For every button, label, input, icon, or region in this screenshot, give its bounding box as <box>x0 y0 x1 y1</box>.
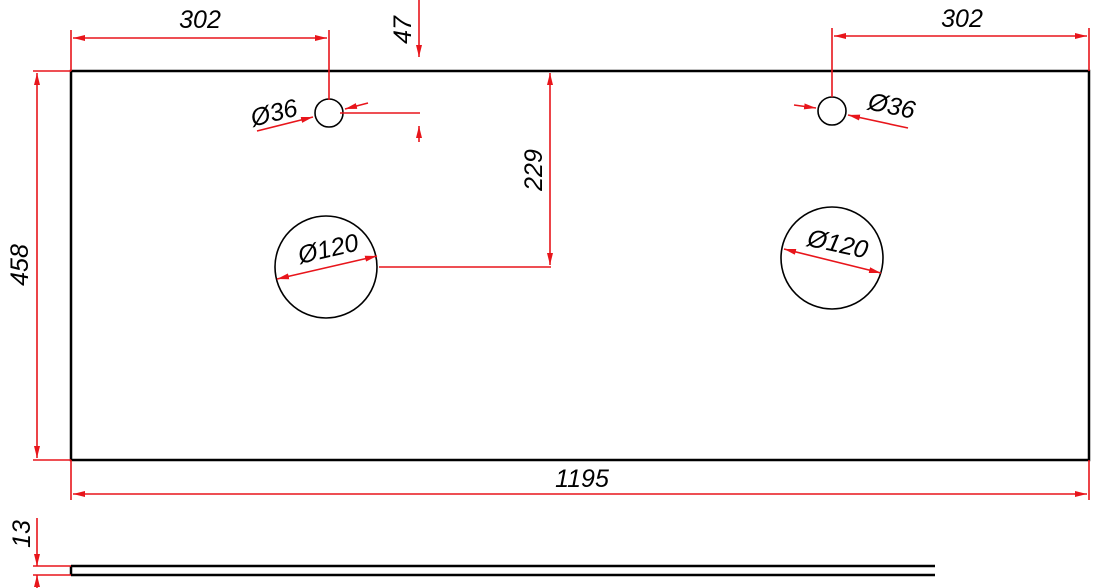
label-left-basin-diameter: Ø120 <box>294 229 361 270</box>
left-basin-hole <box>274 215 378 319</box>
dimension-left-basin-diameter <box>276 255 378 280</box>
dimension-left-tap-diameter <box>256 102 369 132</box>
dimension-right-tap-offset <box>831 28 1090 97</box>
right-basin-hole <box>780 206 884 310</box>
dimension-top-depth <box>33 70 71 461</box>
label-right-basin-diameter: Ø120 <box>804 224 871 264</box>
dimension-top-width <box>70 460 1090 500</box>
dimension-basin-depth <box>379 73 553 268</box>
label-top-depth: 458 <box>6 244 34 286</box>
label-top-width: 1195 <box>555 465 609 493</box>
label-left-tap-diameter: Ø36 <box>247 94 301 133</box>
right-tap-hole <box>817 96 847 126</box>
label-right-tap-offset: 302 <box>941 5 983 33</box>
label-left-tap-offset: 302 <box>179 6 221 34</box>
label-right-tap-diameter: Ø36 <box>865 87 918 124</box>
dimension-tap-depth <box>340 0 422 142</box>
label-top-thickness: 13 <box>8 520 36 548</box>
dimension-right-basin-diameter <box>783 248 882 274</box>
dimension-top-thickness <box>33 518 71 588</box>
label-tap-depth: 47 <box>389 15 417 44</box>
left-tap-hole <box>314 98 344 128</box>
dimension-right-tap-diameter <box>793 103 909 129</box>
dimension-left-tap-offset <box>70 30 330 100</box>
label-basin-depth: 229 <box>520 149 548 192</box>
countertop-outline <box>69 69 1091 462</box>
